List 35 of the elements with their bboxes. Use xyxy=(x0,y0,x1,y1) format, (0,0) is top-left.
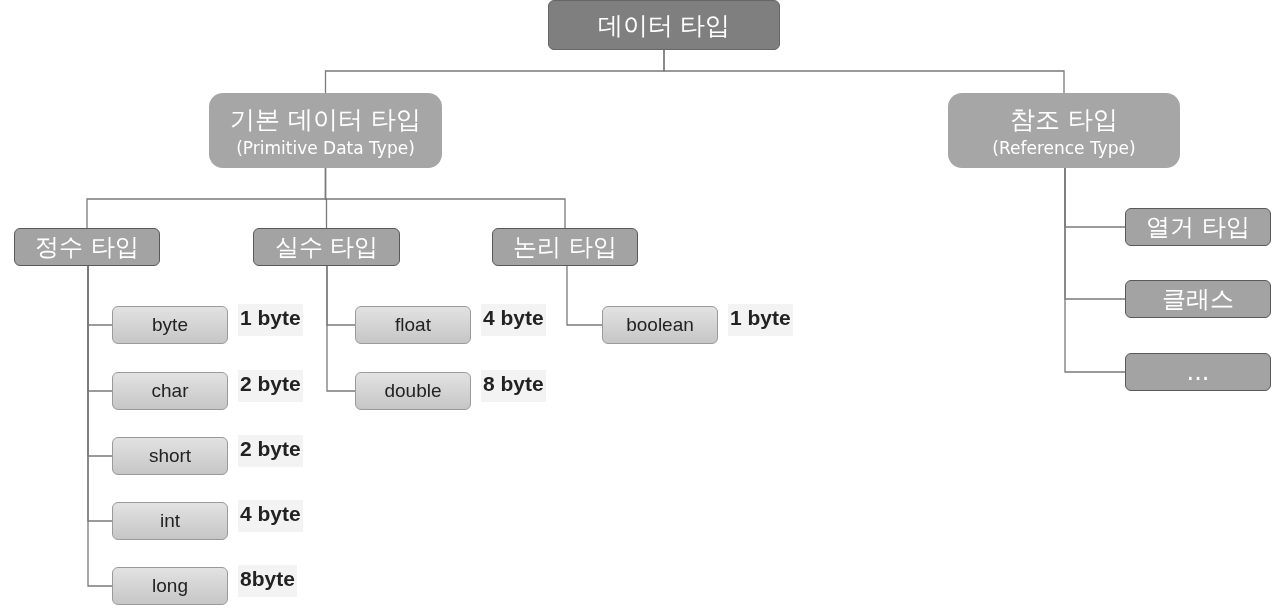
type-box: 실수 타입 xyxy=(253,228,400,266)
connector-line xyxy=(663,49,1065,94)
heading-text: 기본 데이터 타입 xyxy=(230,104,421,136)
primitive-box: short xyxy=(112,437,228,475)
connector-line xyxy=(1064,167,1126,373)
primitive-box: double xyxy=(355,372,471,410)
type-box: 클래스 xyxy=(1125,280,1271,318)
connector-line xyxy=(326,265,356,392)
subtitle-text: (Primitive Data Type) xyxy=(236,138,415,158)
type-box: 정수 타입 xyxy=(14,228,160,266)
type-box: 열거 타입 xyxy=(1125,208,1271,246)
type-box: 논리 타입 xyxy=(492,228,638,266)
size-label: 1 byte xyxy=(238,304,303,336)
size-label: 2 byte xyxy=(238,370,303,402)
size-label: 4 byte xyxy=(481,304,546,336)
heading-text: 참조 타입 xyxy=(1010,104,1118,136)
primitive-box: float xyxy=(355,306,471,344)
primitive-box: long xyxy=(112,567,228,605)
primitive-box: byte xyxy=(112,306,228,344)
connector-line xyxy=(566,265,603,326)
root-box: 데이터 타입 xyxy=(548,0,780,50)
connector-line xyxy=(87,265,113,587)
connector-line xyxy=(324,167,566,229)
subtitle-text: (Reference Type) xyxy=(992,138,1136,158)
size-label: 1 byte xyxy=(728,304,793,336)
size-label: 2 byte xyxy=(238,435,303,467)
primitive-box: int xyxy=(112,502,228,540)
size-label: 8 byte xyxy=(481,370,546,402)
size-label: 8byte xyxy=(238,565,297,597)
primitive-box: char xyxy=(112,372,228,410)
primitive-box: boolean xyxy=(602,306,718,344)
category-box xyxy=(209,93,442,168)
type-box: ... xyxy=(1125,353,1271,391)
size-label: 4 byte xyxy=(238,500,303,532)
category-box xyxy=(948,93,1180,168)
